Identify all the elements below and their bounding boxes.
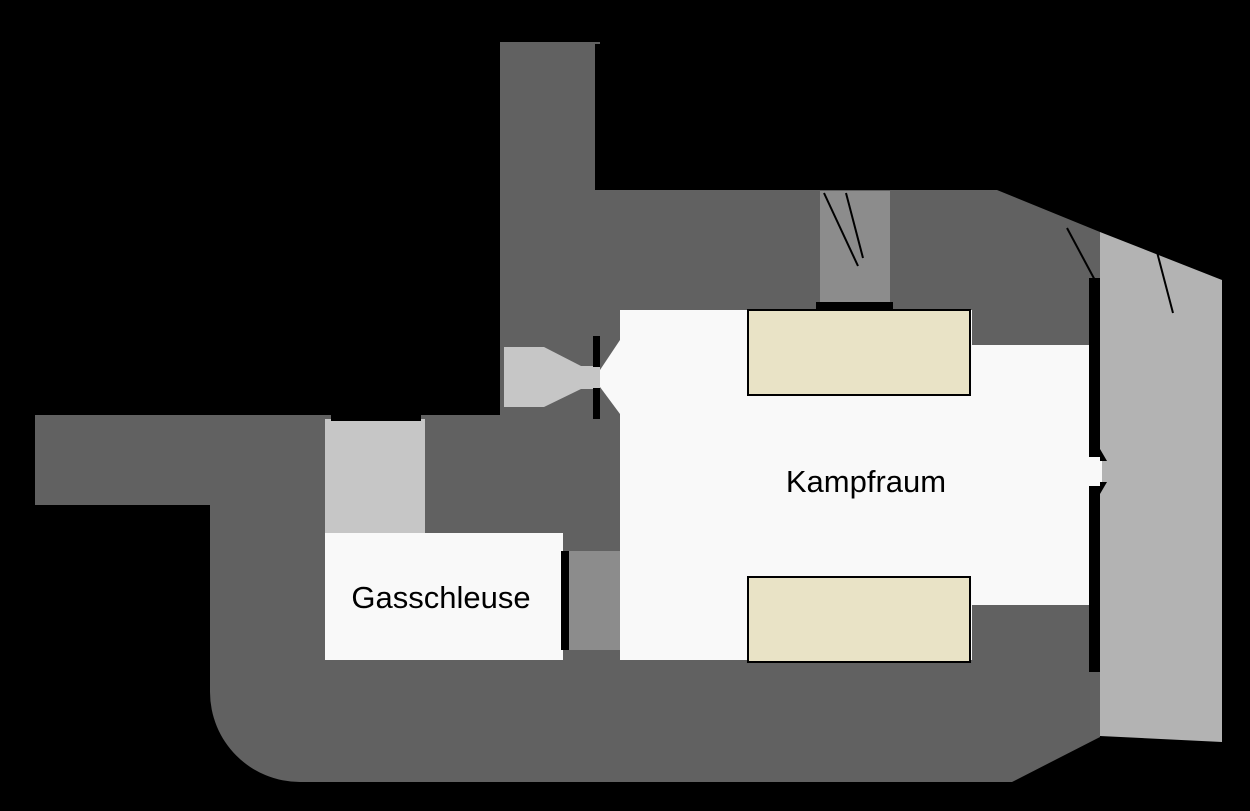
embrasure-neck — [581, 366, 600, 389]
slit-wedge-lower — [1100, 482, 1107, 494]
gas-lock-label: Gasschleuse — [351, 580, 530, 615]
gas-lock-room — [325, 533, 563, 660]
shaft-hatch-line-2 — [845, 192, 864, 259]
bed-upper — [747, 309, 971, 396]
gas-lock-door-line — [561, 551, 569, 650]
bed-lower — [747, 576, 971, 663]
combat-room-label: Kampfraum — [786, 464, 946, 499]
armor-plate-upper — [1089, 278, 1100, 457]
shaft-door-line — [816, 302, 893, 311]
door-passage — [569, 551, 621, 650]
slit-wedge-upper — [1100, 449, 1107, 461]
entrance-open-area — [325, 419, 425, 533]
embrasure-outer-box — [504, 347, 544, 407]
top-shaft-edge-line — [595, 44, 600, 190]
entrance-lintel-line — [331, 412, 421, 421]
embrasure-plate-lower — [593, 388, 600, 419]
terrain-line-1 — [1066, 227, 1098, 285]
right-embrasure-slit — [1087, 456, 1102, 487]
embrasure-funnel-inner — [600, 340, 620, 414]
embrasure-plate-upper — [593, 336, 600, 367]
embrasure-funnel-outer — [544, 347, 581, 407]
terrain-line-2 — [1156, 251, 1174, 314]
combat-room — [620, 310, 1093, 660]
armor-plate-lower — [1089, 486, 1100, 672]
earth-embankment — [1100, 232, 1222, 742]
shaft-hatch-line-1 — [823, 192, 859, 267]
